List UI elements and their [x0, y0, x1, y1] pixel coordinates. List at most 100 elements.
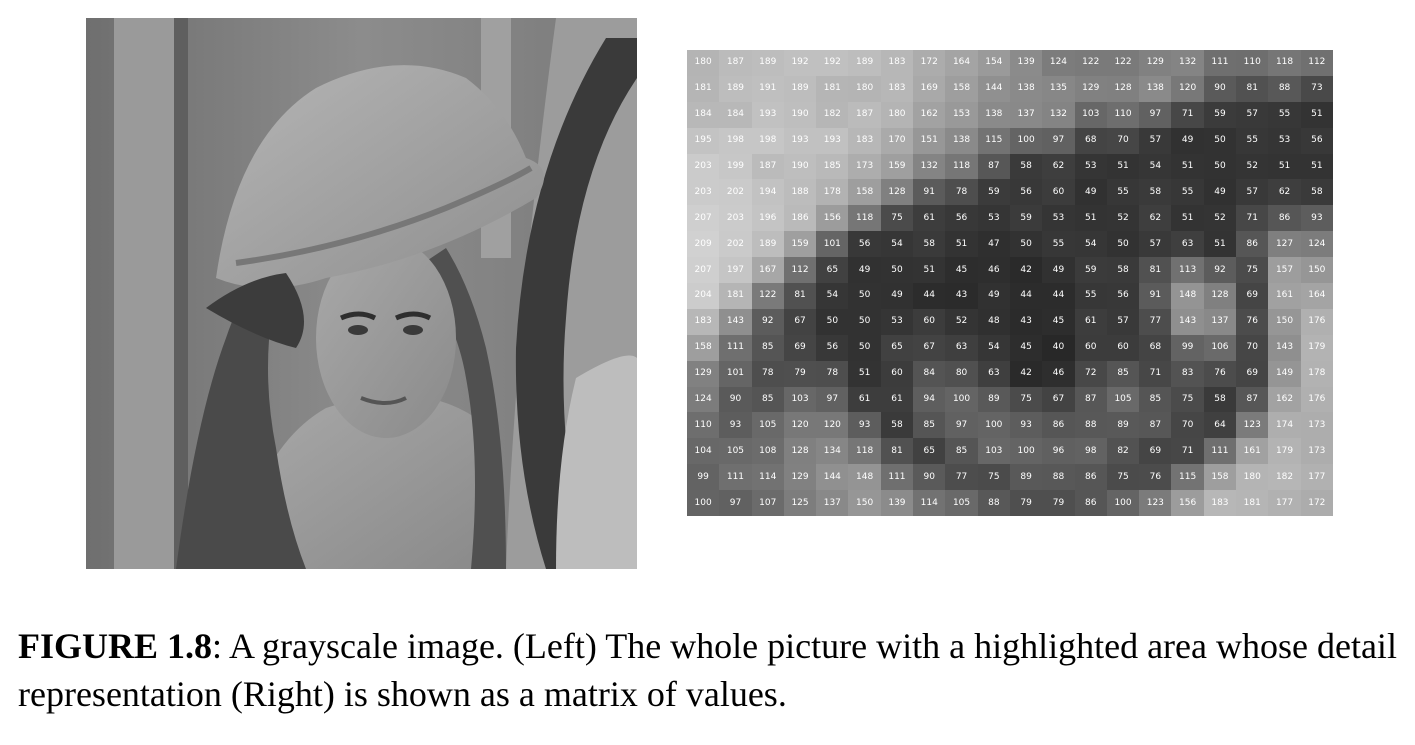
- matrix-cell: 178: [1300, 360, 1333, 387]
- matrix-cell: 97: [816, 386, 849, 413]
- matrix-cell: 124: [1300, 231, 1333, 258]
- grayscale-photo: [86, 18, 637, 569]
- matrix-cell: 100: [1106, 490, 1140, 516]
- matrix-cell: 71: [1171, 101, 1204, 128]
- matrix-cell: 177: [1300, 464, 1333, 491]
- matrix-cell: 135: [1042, 75, 1075, 102]
- matrix-cell: 62: [1139, 205, 1172, 232]
- matrix-cell: 134: [816, 438, 849, 465]
- matrix-cell: 79: [1042, 490, 1075, 516]
- matrix-cell: 57: [1236, 101, 1269, 128]
- matrix-cell: 186: [783, 205, 817, 232]
- matrix-cell: 189: [751, 231, 784, 258]
- matrix-cell: 50: [848, 334, 881, 361]
- matrix-cell: 64: [1203, 412, 1237, 439]
- matrix-cell: 111: [1203, 438, 1237, 465]
- matrix-cell: 189: [751, 50, 784, 76]
- matrix-cell: 191: [751, 75, 784, 102]
- matrix-cell: 137: [1009, 101, 1043, 128]
- matrix-cell: 56: [848, 231, 881, 258]
- matrix-cell: 181: [816, 75, 849, 102]
- matrix-cell: 90: [913, 464, 946, 491]
- matrix-cell: 179: [1300, 334, 1333, 361]
- matrix-cell: 85: [1139, 386, 1172, 413]
- matrix-cell: 143: [1268, 334, 1301, 361]
- matrix-cell: 87: [977, 153, 1010, 180]
- matrix-cell: 51: [1203, 231, 1237, 258]
- matrix-cell: 90: [1203, 75, 1237, 102]
- matrix-cell: 132: [1171, 50, 1204, 76]
- matrix-cell: 128: [1106, 75, 1140, 102]
- matrix-cell: 161: [1236, 438, 1269, 465]
- matrix-cell: 120: [816, 412, 849, 439]
- matrix-cell: 52: [1236, 153, 1269, 180]
- matrix-cell: 118: [848, 438, 881, 465]
- matrix-cell: 50: [1203, 153, 1237, 180]
- matrix-cell: 78: [945, 179, 978, 206]
- matrix-cell: 43: [1009, 308, 1043, 335]
- matrix-cell: 108: [751, 438, 784, 465]
- matrix-cell: 52: [945, 308, 978, 335]
- matrix-cell: 53: [1042, 205, 1075, 232]
- matrix-cell: 129: [783, 464, 817, 491]
- matrix-cell: 55: [1042, 231, 1075, 258]
- matrix-cell: 62: [1042, 153, 1075, 180]
- matrix-cell: 63: [945, 334, 978, 361]
- matrix-cell: 195: [687, 127, 720, 154]
- matrix-cell: 44: [913, 283, 946, 309]
- matrix-cell: 137: [816, 490, 849, 516]
- matrix-cell: 92: [1203, 257, 1237, 283]
- matrix-cell: 87: [1236, 386, 1269, 413]
- matrix-cell: 187: [848, 101, 881, 128]
- matrix-cell: 138: [977, 101, 1010, 128]
- matrix-cell: 189: [783, 75, 817, 102]
- matrix-cell: 198: [719, 127, 752, 154]
- matrix-cell: 202: [719, 231, 752, 258]
- matrix-cell: 76: [1236, 308, 1269, 335]
- matrix-cell: 51: [1171, 153, 1204, 180]
- matrix-cell: 132: [913, 153, 946, 180]
- matrix-cell: 55: [1106, 179, 1140, 206]
- matrix-cell: 178: [816, 179, 849, 206]
- matrix-cell: 88: [1074, 412, 1107, 439]
- matrix-cell: 184: [687, 101, 720, 128]
- matrix-cell: 65: [913, 438, 946, 465]
- matrix-cell: 139: [1009, 50, 1043, 76]
- photo-illustration: [86, 18, 637, 569]
- matrix-cell: 198: [751, 127, 784, 154]
- matrix-cell: 167: [751, 257, 784, 283]
- matrix-cell: 87: [1139, 412, 1172, 439]
- matrix-cell: 179: [1268, 438, 1301, 465]
- matrix-cell: 112: [1300, 50, 1333, 76]
- matrix-cell: 181: [719, 283, 752, 309]
- matrix-cell: 129: [1139, 50, 1172, 76]
- matrix-cell: 58: [1300, 179, 1333, 206]
- matrix-cell: 143: [719, 308, 752, 335]
- matrix-cell: 124: [687, 386, 720, 413]
- matrix-cell: 45: [945, 257, 978, 283]
- matrix-cell: 56: [1300, 127, 1333, 154]
- matrix-cell: 183: [848, 127, 881, 154]
- matrix-cell: 51: [1106, 153, 1140, 180]
- matrix-cell: 159: [783, 231, 817, 258]
- matrix-cell: 50: [1203, 127, 1237, 154]
- matrix-cell: 209: [687, 231, 720, 258]
- matrix-cell: 106: [1203, 334, 1237, 361]
- matrix-cell: 118: [848, 205, 881, 232]
- matrix-cell: 89: [1106, 412, 1140, 439]
- matrix-cell: 111: [719, 464, 752, 491]
- matrix-cell: 60: [1042, 179, 1075, 206]
- matrix-cell: 57: [1236, 179, 1269, 206]
- matrix-cell: 187: [751, 153, 784, 180]
- matrix-cell: 123: [1236, 412, 1269, 439]
- matrix-cell: 143: [1171, 308, 1204, 335]
- matrix-cell: 51: [945, 231, 978, 258]
- matrix-cell: 110: [1106, 101, 1140, 128]
- matrix-cell: 92: [751, 308, 784, 335]
- matrix-cell: 184: [719, 101, 752, 128]
- matrix-cell: 138: [945, 127, 978, 154]
- matrix-cell: 93: [848, 412, 881, 439]
- matrix-cell: 118: [1268, 50, 1301, 76]
